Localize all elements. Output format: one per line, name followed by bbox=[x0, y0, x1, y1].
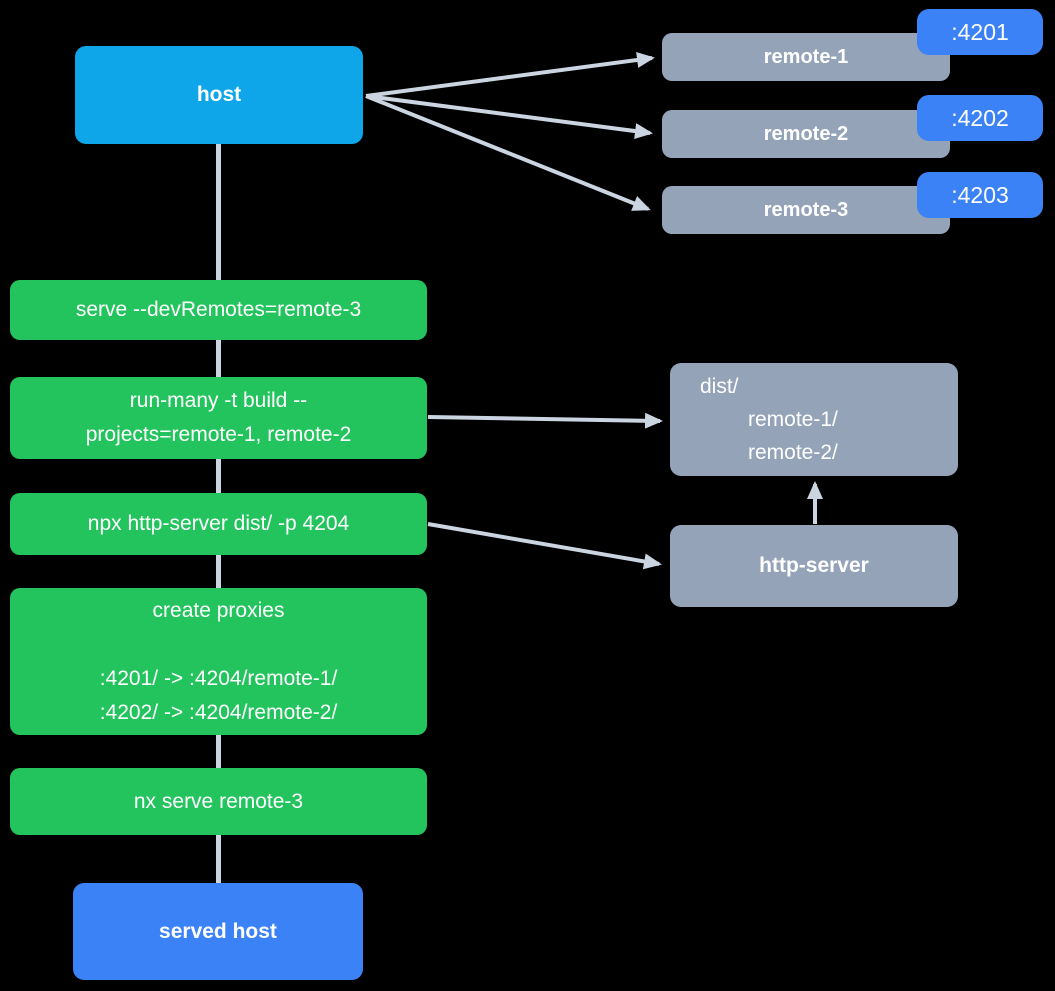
remote-3-node: remote-3 bbox=[662, 186, 950, 234]
http-server-label: http-server bbox=[759, 554, 869, 577]
edge-host-remote-1 bbox=[365, 52, 655, 98]
dist-folder-remote-1: remote-1/ bbox=[748, 408, 838, 431]
step-serve-devremotes-text: serve --devRemotes=remote-3 bbox=[75, 298, 362, 321]
step-npx-http-server-text: npx http-server dist/ -p 4204 bbox=[87, 512, 350, 535]
port-badge-4203-label: :4203 bbox=[951, 181, 1009, 208]
remote-2-label: remote-2 bbox=[763, 122, 849, 145]
remote-1-label: remote-1 bbox=[763, 45, 849, 68]
port-badge-4202-label: :4202 bbox=[951, 104, 1009, 131]
dist-folder-remote-2: remote-2/ bbox=[748, 441, 838, 464]
edge-host-remote-3 bbox=[365, 94, 651, 211]
step-npx-http-server: npx http-server dist/ -p 4204 bbox=[10, 493, 427, 555]
remote-3-label: remote-3 bbox=[763, 198, 849, 221]
step-create-proxies-spacer bbox=[10, 628, 427, 662]
dist-folder-node: dist/ remote-1/ remote-2/ bbox=[670, 363, 958, 476]
step-nx-serve-remote-3: nx serve remote-3 bbox=[10, 768, 427, 835]
host-node: host bbox=[75, 46, 363, 144]
served-host-node: served host bbox=[73, 883, 363, 980]
port-badge-4203: :4203 bbox=[917, 172, 1043, 218]
step-run-many-build-line-2: projects=remote-1, remote-2 bbox=[85, 423, 352, 446]
remote-2-node: remote-2 bbox=[662, 110, 950, 158]
edge-npx-httpserver bbox=[427, 522, 662, 570]
dist-folder-root: dist/ bbox=[700, 375, 739, 398]
step-run-many-build-line-1: run-many -t build -- bbox=[129, 389, 308, 412]
step-run-many-build: run-many -t build -- projects=remote-1, … bbox=[10, 377, 427, 459]
step-create-proxies-rule-1: :4201/ -> :4204/remote-1/ bbox=[99, 666, 338, 690]
http-server-node: http-server bbox=[670, 525, 958, 607]
port-badge-4201: :4201 bbox=[917, 9, 1043, 55]
host-label: host bbox=[196, 83, 242, 106]
step-create-proxies: create proxies :4201/ -> :4204/remote-1/… bbox=[10, 588, 427, 735]
served-host-label: served host bbox=[159, 919, 277, 943]
port-badge-4202: :4202 bbox=[917, 95, 1043, 141]
step-create-proxies-rule-2: :4202/ -> :4204/remote-2/ bbox=[99, 700, 338, 724]
port-badge-4201-label: :4201 bbox=[951, 18, 1009, 45]
step-nx-serve-remote-3-text: nx serve remote-3 bbox=[133, 789, 304, 813]
remote-1-node: remote-1 bbox=[662, 33, 950, 81]
step-create-proxies-title: create proxies bbox=[152, 598, 285, 622]
step-serve-devremotes: serve --devRemotes=remote-3 bbox=[10, 280, 427, 340]
edge-host-remote-2 bbox=[365, 94, 653, 139]
edge-build-dist bbox=[427, 412, 663, 429]
